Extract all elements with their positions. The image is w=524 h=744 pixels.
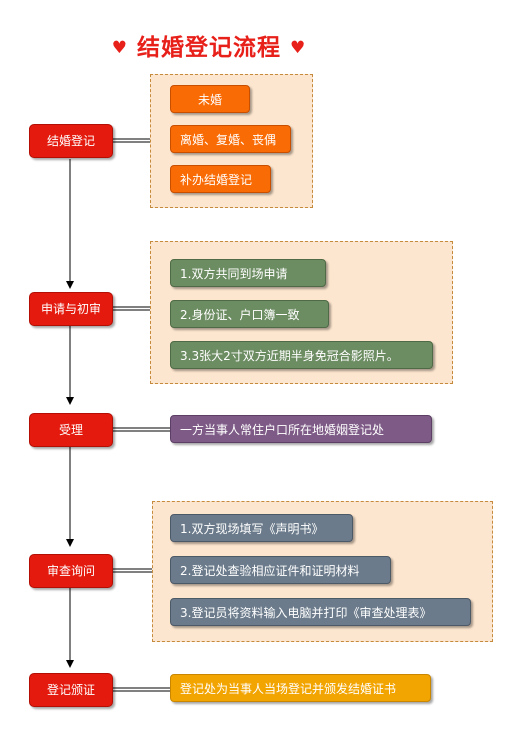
page-title: ♥ 结婚登记流程 ♥ bbox=[0, 28, 418, 62]
tag-issue-certificate[interactable]: 登记处为当事人当场登记并颁发结婚证书 bbox=[170, 674, 431, 702]
tag-photo-requirement[interactable]: 3.3张大2寸双方近期半身免冠合影照片。 bbox=[170, 341, 433, 369]
step-acceptance[interactable]: 受理 bbox=[29, 413, 113, 447]
title-text: 结婚登记流程 bbox=[137, 35, 281, 61]
tag-both-present[interactable]: 1.双方共同到场申请 bbox=[170, 259, 326, 287]
tag-declaration-form[interactable]: 1.双方现场填写《声明书》 bbox=[170, 514, 353, 542]
heart-left-icon: ♥ bbox=[111, 38, 128, 58]
heart-right-icon: ♥ bbox=[290, 38, 307, 58]
tag-id-household-match[interactable]: 2.身份证、户口簿一致 bbox=[170, 300, 329, 328]
tag-print-review-form[interactable]: 3.登记员将资料输入电脑并打印《审查处理表》 bbox=[170, 598, 471, 626]
step-inquiry[interactable]: 审查询问 bbox=[29, 554, 113, 588]
step-marriage-registration[interactable]: 结婚登记 bbox=[29, 124, 113, 158]
tag-unmarried[interactable]: 未婚 bbox=[170, 85, 250, 113]
step-application-review[interactable]: 申请与初审 bbox=[29, 292, 113, 326]
tag-reissue-registration[interactable]: 补办结婚登记 bbox=[170, 165, 271, 193]
tag-registration-office[interactable]: 一方当事人常住户口所在地婚姻登记处 bbox=[170, 415, 432, 443]
tag-divorce-remarriage[interactable]: 离婚、复婚、丧偶 bbox=[170, 125, 291, 153]
tag-verify-documents[interactable]: 2.登记处查验相应证件和证明材料 bbox=[170, 556, 391, 584]
step-certificate[interactable]: 登记颁证 bbox=[29, 673, 113, 707]
